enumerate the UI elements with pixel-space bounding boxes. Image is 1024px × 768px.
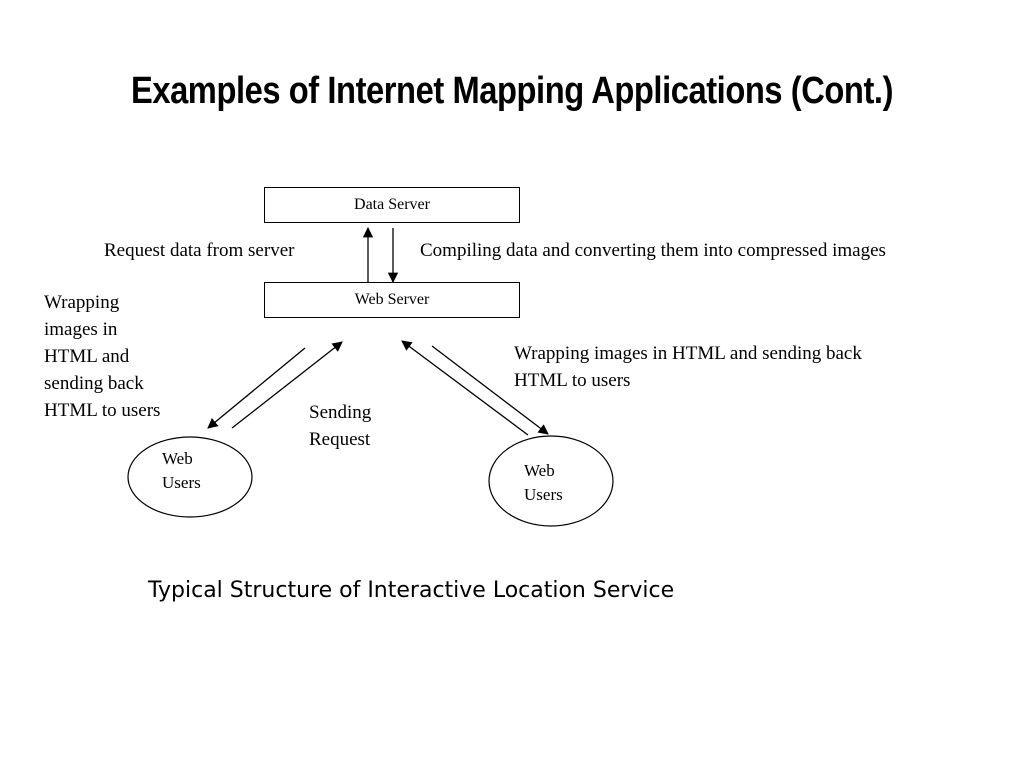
data-server-box: Data Server <box>264 187 520 223</box>
diagram-caption: Typical Structure of Interactive Locatio… <box>148 578 675 603</box>
left-wrapping-label: Wrapping images in HTML and sending back… <box>44 292 161 421</box>
right-users-label: Web Users <box>524 461 563 504</box>
compiling-label: Compiling data and converting them into … <box>420 240 886 261</box>
web-server-box: Web Server <box>264 282 520 318</box>
slide-title: Examples of Internet Mapping Application… <box>130 70 894 112</box>
arrow-to-right-users <box>431 345 549 435</box>
arrow-from-left-users <box>231 341 343 429</box>
left-users-ellipse <box>127 436 253 518</box>
sending-request-label: Sending Request <box>309 402 372 450</box>
data-server-label: Data Server <box>354 196 430 213</box>
web-server-label: Web Server <box>354 291 430 308</box>
request-data-label: Request data from server <box>104 240 295 261</box>
left-users-label: Web Users <box>162 449 201 492</box>
arrow-to-left-users <box>207 347 306 429</box>
right-users-ellipse <box>488 435 614 527</box>
arrow-from-right-users <box>401 340 529 436</box>
right-wrapping-label: Wrapping images in HTML and sending back… <box>514 343 862 391</box>
